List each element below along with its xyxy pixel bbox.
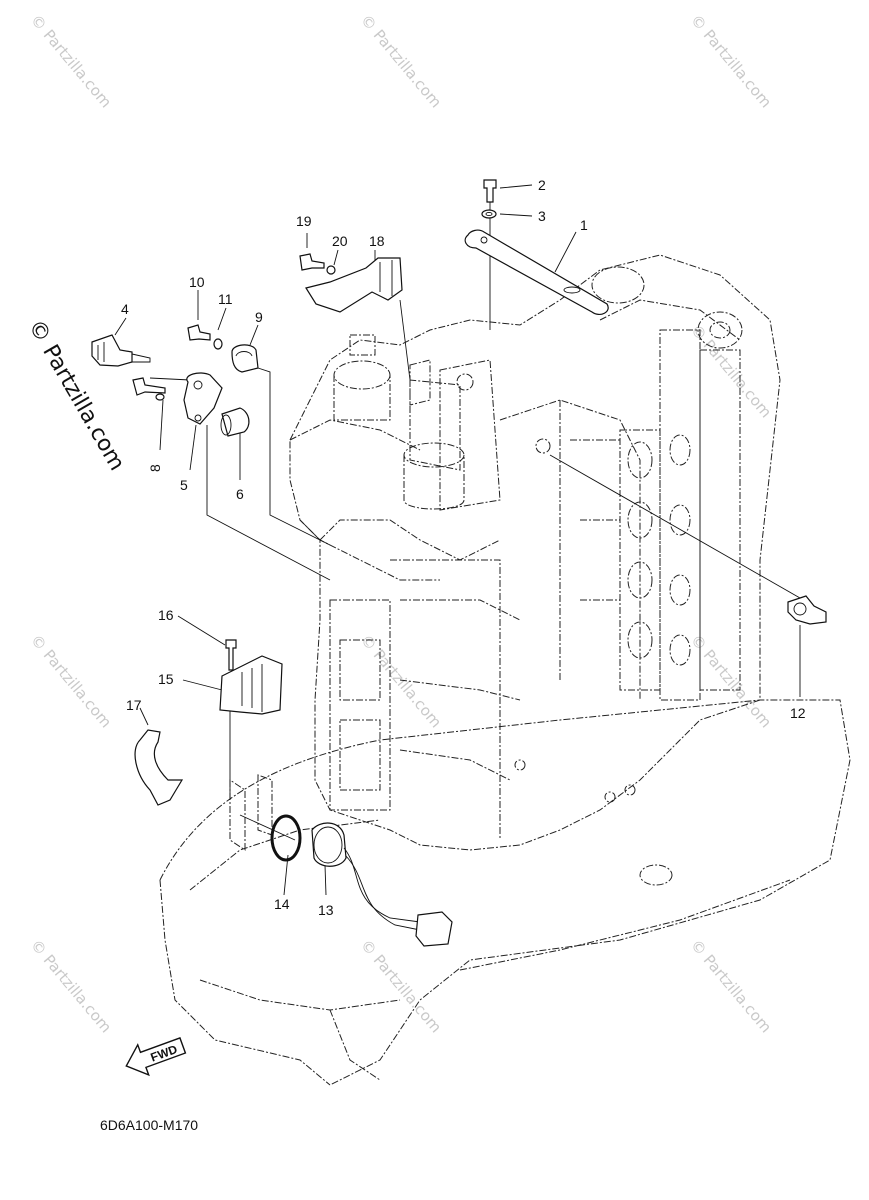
washer-part <box>213 338 223 350</box>
callout-13: 13 <box>318 902 334 918</box>
watermark: © Partzilla.com <box>357 936 445 1036</box>
callout-18: 18 <box>369 233 385 249</box>
watermark: © Partzilla.com <box>687 11 775 111</box>
washer-part <box>326 265 336 275</box>
callout-16: 16 <box>158 607 174 623</box>
holder-part <box>219 655 283 715</box>
plate-part <box>183 372 223 425</box>
temperature-sensor-part <box>787 595 827 625</box>
callout-12: 12 <box>790 705 806 721</box>
watermark-layer: © Partzilla.com © Partzilla.com © Partzi… <box>27 11 775 1036</box>
watermark: © Partzilla.com <box>27 936 115 1036</box>
bolt-part <box>187 324 211 341</box>
callout-3: 3 <box>538 208 546 224</box>
callout-19: 19 <box>296 213 312 229</box>
bracket-part <box>305 257 403 313</box>
callout-layer: 1 2 3 4 5 6 8 9 10 11 12 13 14 15 16 17 … <box>121 177 806 918</box>
harness-grommet-part <box>311 822 347 867</box>
bolt-part <box>483 179 497 203</box>
leader-lines <box>114 184 801 896</box>
callout-9: 9 <box>255 309 263 325</box>
washer-part <box>481 209 497 219</box>
watermark: © Partzilla.com <box>27 631 115 731</box>
bolt-part <box>225 639 237 671</box>
callout-10: 10 <box>189 274 205 290</box>
watermark: © Partzilla.com <box>357 11 445 111</box>
connector-part <box>415 911 453 947</box>
o-ring-part <box>270 814 302 862</box>
callout-8: 8 <box>147 464 163 472</box>
callout-11: 11 <box>218 291 233 307</box>
clamp-part <box>134 729 184 806</box>
bolt-part <box>299 253 325 271</box>
callout-4: 4 <box>121 301 129 317</box>
callout-20: 20 <box>332 233 348 249</box>
callout-17: 17 <box>126 697 142 713</box>
watermark: © Partzilla.com <box>27 11 115 111</box>
engine-block <box>289 254 781 851</box>
diagram-code: 6D6A100-M170 <box>100 1117 198 1133</box>
callout-1: 1 <box>580 217 588 233</box>
fwd-arrow: FWD <box>125 1037 187 1077</box>
callout-2: 2 <box>538 177 546 193</box>
grommet-part <box>221 407 250 437</box>
callout-15: 15 <box>158 671 174 687</box>
bottom-cowling <box>159 699 851 1086</box>
watermark: © Partzilla.com <box>687 936 775 1036</box>
callout-14: 14 <box>274 896 290 912</box>
clip-part <box>231 344 259 373</box>
washer-part <box>155 393 165 401</box>
watermark: © Partzilla.com <box>357 631 445 731</box>
bolt-part <box>132 377 166 396</box>
callout-6: 6 <box>236 486 244 502</box>
callout-5: 5 <box>180 477 188 493</box>
parts <box>91 179 827 947</box>
bracket-part <box>464 229 609 316</box>
